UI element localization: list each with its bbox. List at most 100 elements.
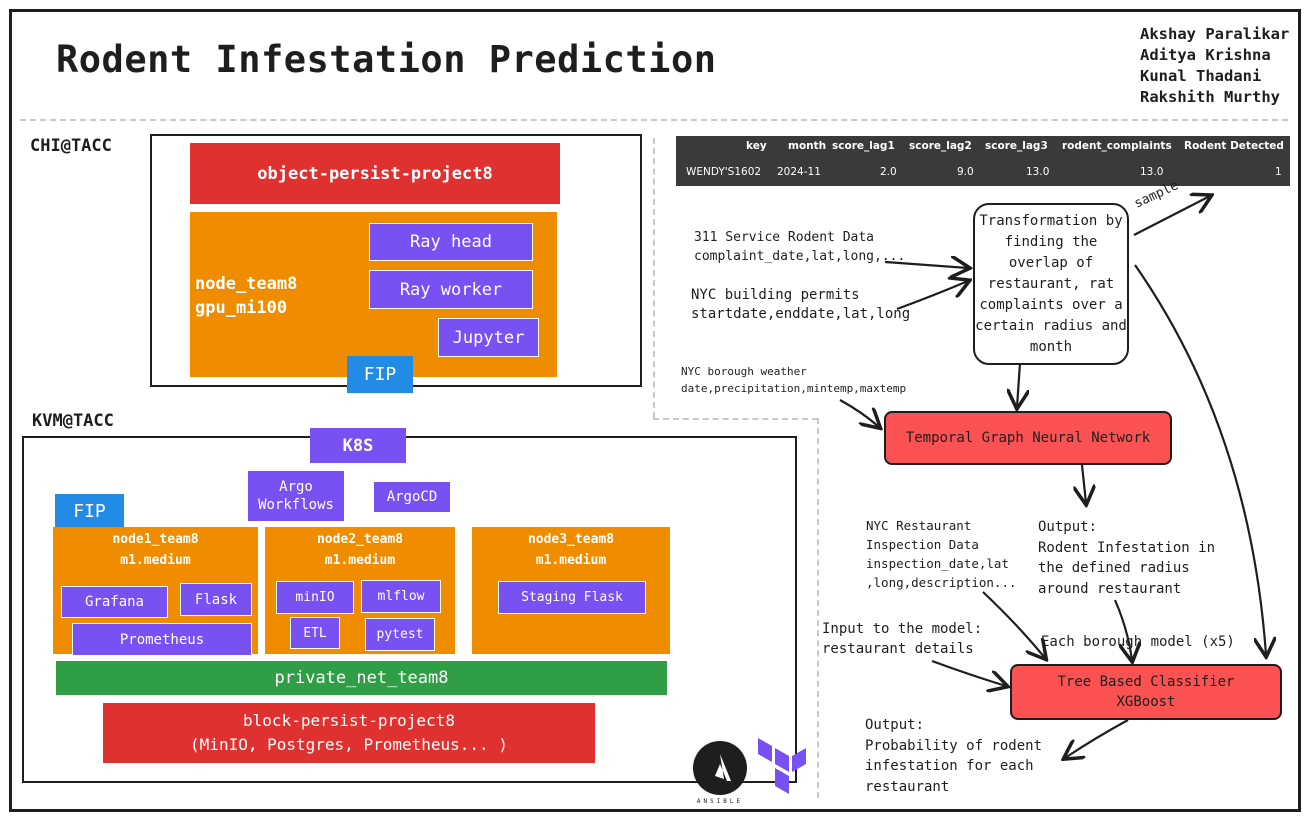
k8s-box: K8S <box>310 428 406 463</box>
ray-head-box: Ray head <box>369 223 533 261</box>
author: Aditya Krishna <box>1140 46 1271 64</box>
chi-floating-ip: FIP <box>347 356 413 393</box>
kvm-floating-ip: FIP <box>55 494 124 529</box>
weather-source: NYC borough weather date,precipitation,m… <box>681 363 906 397</box>
ray-worker-box: Ray worker <box>369 270 533 309</box>
table-cell: WENDY'S1602 <box>686 166 762 178</box>
block-persist-contents: (MinIO, Postgres, Prometheus... ) <box>190 735 508 754</box>
arrow-output-to-classifier <box>1113 599 1132 660</box>
chi-section-label: CHI@TACC <box>30 136 112 156</box>
arrow-transform-to-classifier <box>1134 264 1266 655</box>
block-persist-name: block-persist-project8 <box>243 711 455 730</box>
table-header: month <box>788 140 827 152</box>
argo-workflows-box: Argo Workflows <box>247 470 345 522</box>
table-cell: 2.0 <box>880 166 897 178</box>
argocd-box: ArgoCD <box>374 482 450 512</box>
transformation-step: Transformation by finding the overlap of… <box>973 203 1129 365</box>
arrow-rodent-to-transform <box>884 262 968 268</box>
arrow-tgnn-to-output <box>1082 464 1086 503</box>
node2-type: m1.medium <box>324 553 396 568</box>
pytest-box: pytest <box>365 618 435 651</box>
etl-box: ETL <box>290 617 340 649</box>
object-persist-store: object-persist-project8 <box>190 143 560 204</box>
author: Akshay Paralikar <box>1140 25 1290 43</box>
rodent-data-fields: complaint_date,lat,long,... <box>694 249 906 264</box>
table-header: Rodent Detected <box>1184 140 1284 152</box>
chi-divider-bottom <box>653 418 818 420</box>
node1-name: node1_team8 <box>112 532 199 547</box>
ansible-logo-text: ANSIBLE <box>696 798 744 805</box>
rodent-data-title: 311 Service Rodent Data <box>694 230 875 245</box>
table-header: rodent_complaints <box>1062 140 1172 152</box>
node1-type: m1.medium <box>120 553 191 568</box>
kvm-section-label: KVM@TACC <box>32 411 114 431</box>
output2-line: Probability of rodent <box>865 737 1043 754</box>
chi-node-name: node_team8 <box>195 274 298 294</box>
output2-line: infestation for each <box>865 758 1034 774</box>
diagram-frame <box>9 9 1301 812</box>
arrow-weather-to-tgnn <box>839 399 879 427</box>
terraform-logo-icon <box>758 738 806 794</box>
arrow-inspection-to-classifier <box>982 591 1045 658</box>
table-header: score_lag3 <box>985 140 1048 152</box>
output2-line: Output: <box>865 717 925 733</box>
table-header: score_lag2 <box>909 140 972 152</box>
classifier-line: Tree Based Classifier <box>1057 674 1235 690</box>
transformation-text: Transformation by finding the overlap of… <box>975 212 1127 355</box>
table-cell: 2024-11 <box>777 166 821 178</box>
block-persist-store: block-persist-project8 (MinIO, Postgres,… <box>103 703 595 763</box>
tgnn-model: Temporal Graph Neural Network <box>884 411 1172 465</box>
weather-fields: date,precipitation,mintemp,maxtemp <box>681 382 907 395</box>
table-header: key <box>746 140 767 152</box>
arrow-transform-to-tgnn <box>1017 362 1020 407</box>
node3-type: m1.medium <box>535 553 607 568</box>
staging-flask-box: Staging Flask <box>498 581 646 614</box>
table-cell: 9.0 <box>957 166 974 178</box>
mlflow-box: mlflow <box>361 580 441 613</box>
private-network: private_net_team8 <box>56 661 667 695</box>
header-divider <box>20 119 1288 121</box>
weather-title: NYC borough weather <box>681 365 807 378</box>
author: Rakshith Murthy <box>1140 88 1280 106</box>
node2-name: node2_team8 <box>316 532 404 547</box>
prometheus-box: Prometheus <box>72 623 252 656</box>
inspection-data-source: NYC Restaurant Inspection Data inspectio… <box>866 516 1017 592</box>
classifier-line: XGBoost <box>1116 694 1176 710</box>
kvm-divider <box>817 418 819 798</box>
output1-line: the defined radius <box>1038 560 1190 576</box>
inspection-line: NYC Restaurant <box>866 518 972 533</box>
xgboost-classifier: Tree Based Classifier XGBoost <box>1010 664 1282 720</box>
input-line: restaurant details <box>822 641 974 657</box>
table-cell: 13.0 <box>1140 166 1164 178</box>
inspection-line: ,long,description... <box>866 575 1017 590</box>
table-cell: 13.0 <box>1026 166 1050 178</box>
jupyter-box: Jupyter <box>438 318 539 357</box>
tgnn-output: Output: Rodent Infestation in the define… <box>1038 517 1215 599</box>
flask-box: Flask <box>180 583 252 616</box>
arrow-classifier-to-output <box>1065 719 1129 758</box>
node3-name: node3_team8 <box>527 532 615 547</box>
arrow-transform-to-sample <box>1133 196 1210 236</box>
permits-fields: startdate,enddate,lat,long <box>691 306 911 322</box>
output1-line: Output: <box>1038 519 1098 535</box>
chi-divider <box>653 138 655 418</box>
permits-title: NYC building permits <box>691 287 860 303</box>
chi-node-type: gpu_mi100 <box>195 298 288 318</box>
tgnn-label: Temporal Graph Neural Network <box>905 430 1151 446</box>
model-input: Input to the model: restaurant details <box>822 619 982 659</box>
building-permits-source: NYC building permits startdate,enddate,l… <box>691 286 910 324</box>
inspection-line: Inspection Data <box>866 537 979 552</box>
arrow-permits-to-transform <box>896 281 968 311</box>
minio-box: minIO <box>276 581 354 614</box>
table-cell: 1 <box>1275 166 1282 178</box>
rodent-data-source: 311 Service Rodent Data complaint_date,l… <box>694 228 905 266</box>
arrow-input-to-classifier <box>931 659 1006 686</box>
inspection-line: inspection_date,lat <box>866 556 1009 571</box>
ansible-logo-icon <box>693 741 747 795</box>
author: Kunal Thadani <box>1140 67 1262 85</box>
sample-data-table: key month score_lag1 score_lag2 score_la… <box>676 136 1290 186</box>
author-list: Akshay Paralikar Aditya Krishna Kunal Th… <box>1140 24 1289 108</box>
classifier-output: Output: Probability of rodent infestatio… <box>865 715 1042 797</box>
ansible-a-icon <box>715 754 731 781</box>
